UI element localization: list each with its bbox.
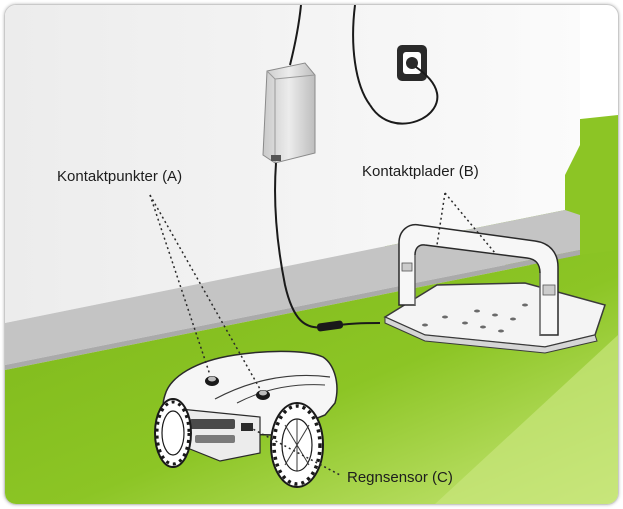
label-rain-sensor: Regnsensor (C) (347, 469, 453, 486)
label-contact-plates: Kontaktplader (B) (362, 163, 479, 180)
label-contact-points: Kontaktpunkter (A) (57, 168, 182, 185)
installation-diagram (5, 5, 618, 504)
power-supply-icon (263, 63, 315, 163)
illustration-frame: Kontaktpunkter (A) Kontaktplader (B) Reg… (4, 4, 619, 505)
